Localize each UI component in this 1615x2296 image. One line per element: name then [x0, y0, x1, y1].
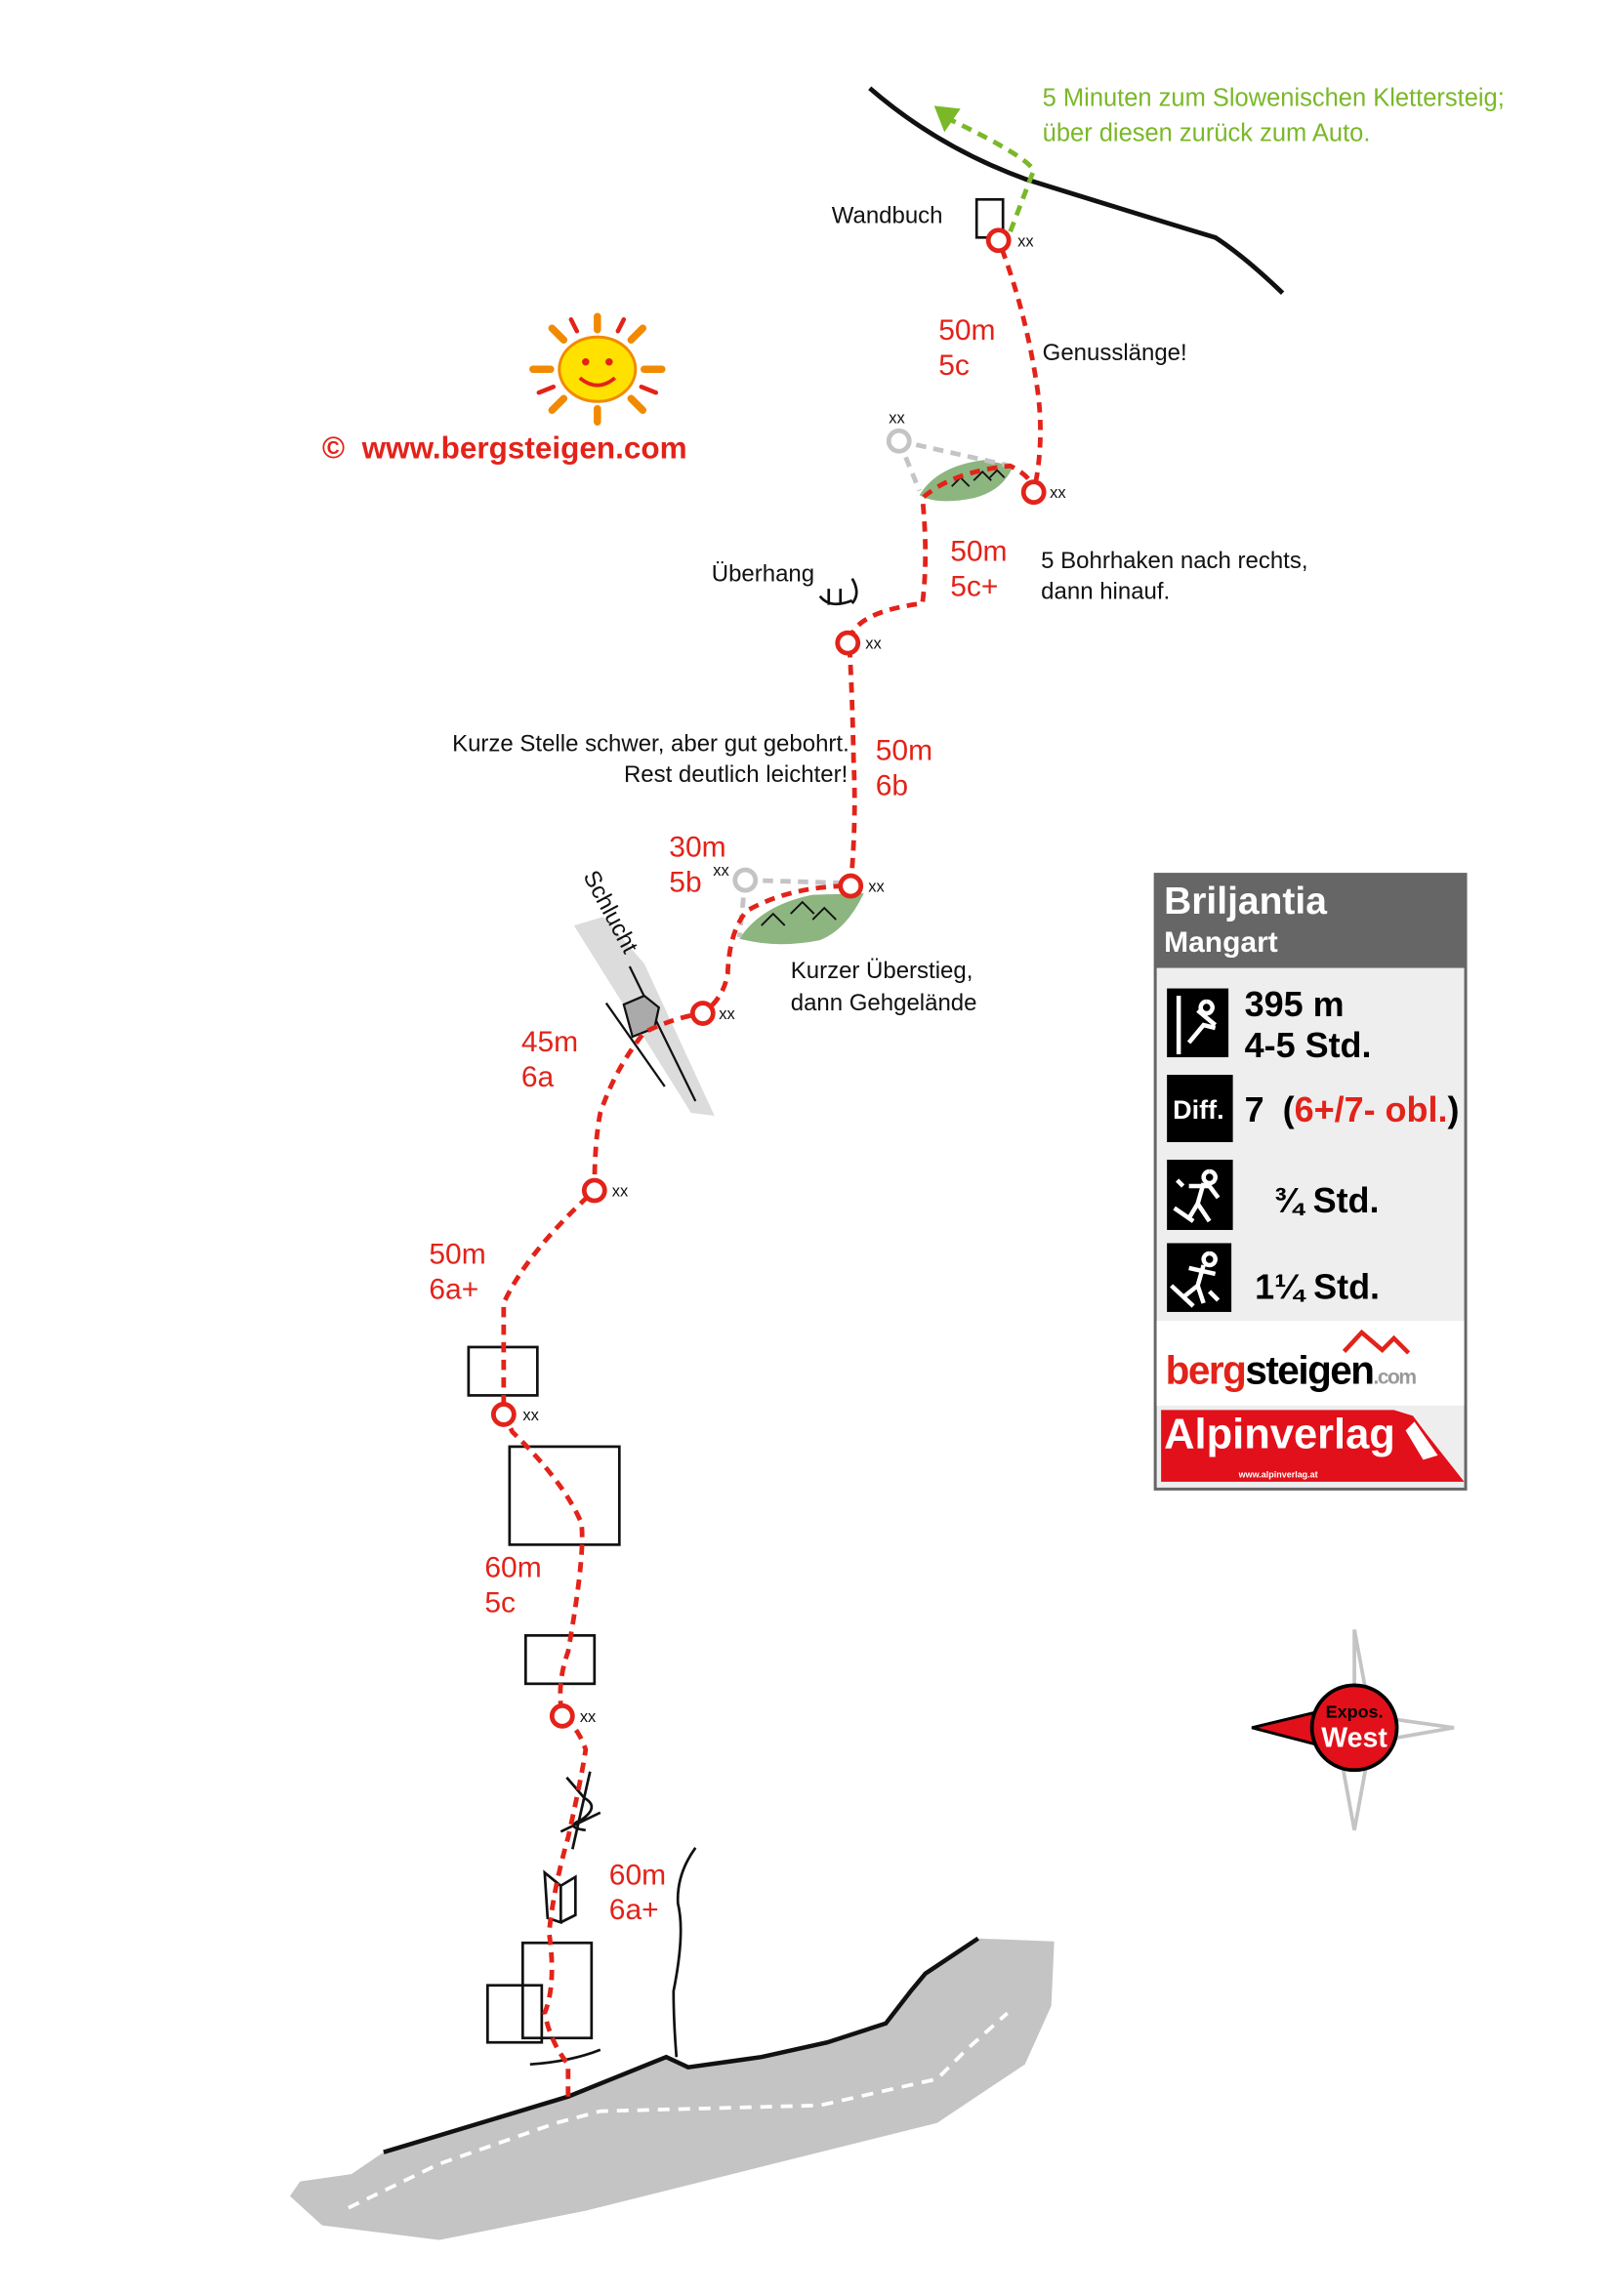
note-genuss: Genusslänge!: [1043, 340, 1187, 366]
stats-diff_open: (: [1283, 1089, 1295, 1129]
note-ueberstieg-2: dann Gehgelände: [791, 990, 977, 1016]
copyright-link[interactable]: © www.bergsteigen.com: [322, 430, 687, 466]
gully: Schlucht: [573, 866, 715, 1117]
stats-length: 395 m: [1245, 984, 1345, 1024]
belay-label: xx: [1017, 232, 1034, 250]
belay-label: xx: [713, 862, 729, 880]
belay-5: [838, 873, 864, 899]
pitch-labels: 60m 6a+ 60m 5c 50m 6a+ 45m 6a 30m 5b 50m…: [429, 314, 1007, 1926]
pitches-4-length: 30m: [669, 832, 725, 864]
route-notes: 5 Minuten zum Slowenischen Klettersteig;…: [452, 84, 1505, 1016]
wandbuch-label: Wandbuch: [832, 202, 943, 228]
note-bohrhaken: 5 Bohrhaken nach rechts,: [1041, 548, 1307, 574]
bergsteigen-logo: bergsteigen.com: [1166, 1347, 1417, 1392]
note-ueberstieg: Kurzer Überstieg,: [791, 958, 973, 984]
pitches-7-length: 50m: [938, 314, 995, 347]
logos-bergsteigen_c: .com: [1374, 1366, 1417, 1388]
note-kurz: Kurze Stelle schwer, aber gut gebohrt.: [452, 731, 849, 758]
belay-label: xx: [522, 1407, 539, 1424]
belay-label: xx: [889, 410, 905, 428]
difficulty-badge: [1167, 1075, 1233, 1143]
note-ueberhang: Überhang: [712, 561, 814, 588]
exit-arrow-head-icon: [933, 105, 961, 133]
route-title: Briljantia: [1164, 881, 1327, 922]
pitches-6-grade: 5c+: [950, 571, 998, 603]
belay-label: xx: [612, 1182, 629, 1200]
belay-7: [1020, 479, 1047, 506]
note-bohrhaken-2: dann hinauf.: [1041, 579, 1170, 605]
logos-bergsteigen_a: berg: [1166, 1347, 1246, 1392]
alpinverlag-url: www.alpinverlag.at: [1238, 1469, 1318, 1479]
stats-diff_value: 7: [1245, 1089, 1264, 1129]
belay-label: xx: [719, 1005, 735, 1023]
stats-diff_label: Diff.: [1173, 1095, 1223, 1125]
info-box: Briljantia Mangart 395 m 4-5 Std. Diff. …: [1153, 873, 1468, 1491]
grass-patches: [739, 460, 1014, 945]
stats-diff_close: ): [1448, 1089, 1460, 1129]
route-area: Mangart: [1164, 926, 1278, 959]
bergsteigen-mountain-icon: [1342, 1329, 1411, 1355]
ground-base: [289, 1846, 1055, 2240]
stats-approach: ¾ Std.: [1274, 1180, 1380, 1220]
belay-1: [549, 1702, 575, 1729]
note-kurz-2: Rest deutlich leichter!: [624, 761, 848, 788]
compass-label: Expos.: [1326, 1702, 1384, 1721]
belay-label: xx: [865, 636, 882, 653]
belays: xx xx xx xx xx xx xx xx xx xx: [490, 227, 1066, 1729]
alpinverlag-logo: Alpinverlag: [1164, 1411, 1395, 1457]
exit-note-2: über diesen zurück zum Auto.: [1043, 119, 1371, 146]
sun-logo-icon: [529, 312, 666, 426]
belay-label: xx: [580, 1708, 597, 1726]
pitches-3-length: 45m: [521, 1026, 578, 1058]
variant-lines: [732, 428, 1012, 938]
exit-note-1: 5 Minuten zum Slowenischen Klettersteig;: [1043, 84, 1505, 111]
belay-3: [581, 1177, 607, 1204]
boulder-icon: [622, 994, 661, 1039]
svg-text:(6+/7- obl.): (6+/7- obl.): [1283, 1089, 1460, 1129]
climber-icon: [1167, 988, 1229, 1058]
rock-features: [467, 197, 1005, 2067]
compass-exposure: Expos. West: [1251, 1629, 1455, 1831]
pitches-4-grade: 5b: [669, 867, 701, 899]
alpinverlag-banner: [1161, 1410, 1465, 1482]
pitches-5-grade: 6b: [876, 770, 908, 802]
pitches-5-length: 50m: [876, 735, 932, 767]
exit-arrow: [950, 118, 1037, 233]
pitches-2-length: 50m: [429, 1238, 485, 1270]
pitches-7-grade: 5c: [938, 349, 970, 382]
stats-diff_detail: 6+/7- obl.: [1295, 1089, 1448, 1129]
stats-duration: 4-5 Std.: [1245, 1025, 1372, 1065]
pitches-0-grade: 6a+: [609, 1894, 659, 1926]
belay-8: [985, 227, 1012, 254]
belay-label: xx: [1050, 484, 1066, 502]
logos-bergsteigen_b: steigen: [1245, 1347, 1373, 1392]
pitches-2-grade: 6a+: [429, 1273, 478, 1305]
pitches-3-grade: 6a: [521, 1061, 555, 1093]
road-line: [868, 86, 1285, 295]
compass-direction: West: [1321, 1722, 1387, 1753]
pitches-1-length: 60m: [484, 1551, 541, 1583]
belay-2: [490, 1402, 517, 1427]
belay-label: xx: [868, 879, 885, 896]
stats-descent: 1¼ Std.: [1255, 1266, 1380, 1306]
belay-6: [835, 630, 861, 656]
pitches-0-length: 60m: [609, 1859, 666, 1891]
pitches-1-grade: 5c: [484, 1586, 516, 1619]
belay-4: [689, 1001, 716, 1026]
pitches-6-length: 50m: [950, 536, 1007, 568]
